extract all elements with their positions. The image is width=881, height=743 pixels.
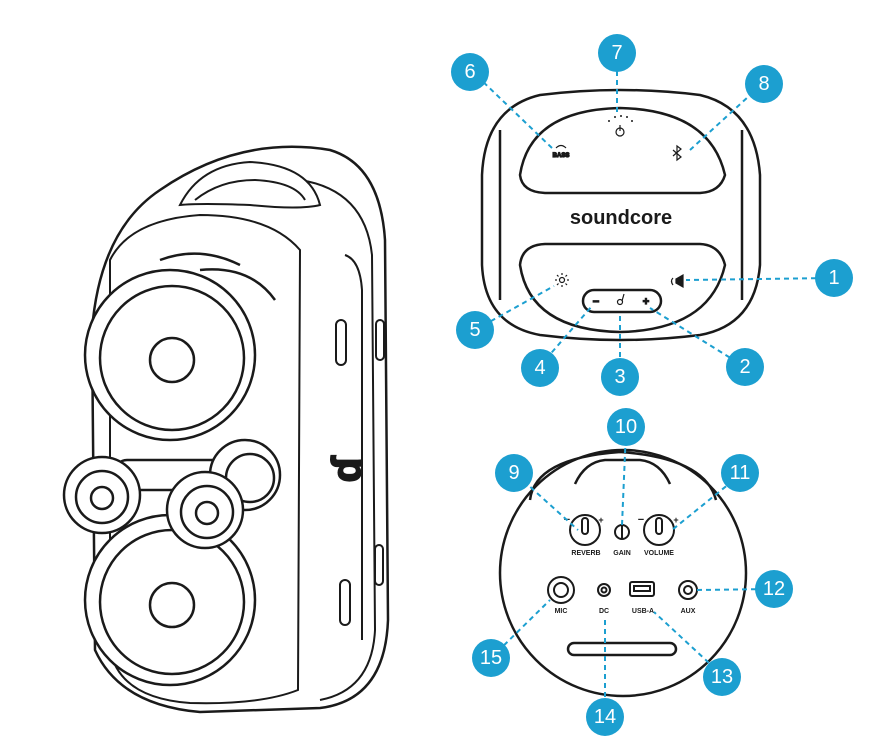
callout-8: 8 xyxy=(745,65,783,103)
callout-6: 6 xyxy=(451,53,489,91)
brand-logo: soundcore xyxy=(570,207,672,229)
volume-label: VOLUME xyxy=(644,550,674,557)
light-icon[interactable] xyxy=(555,273,569,287)
callout-3: 3 xyxy=(601,358,639,396)
gain-label: GAIN xyxy=(613,550,631,557)
reverb-plus-label: + xyxy=(598,515,603,525)
callout-badges: 1 2 3 4 5 6 7 8 9 10 11 12 13 14 15 xyxy=(451,34,853,736)
callout-4: 4 xyxy=(521,349,559,387)
power-indicator-dots xyxy=(608,115,633,122)
callout-12: 12 xyxy=(755,570,793,608)
volume-down-icon[interactable]: − xyxy=(592,295,600,308)
callout-1: 1 xyxy=(815,259,853,297)
callout-13: 13 xyxy=(703,658,741,696)
reverb-label: REVERB xyxy=(571,550,600,557)
callout-2: 2 xyxy=(726,348,764,386)
power-icon[interactable] xyxy=(615,125,625,137)
back-controls xyxy=(547,514,698,604)
back-panel-view xyxy=(498,448,748,698)
gain-knob[interactable] xyxy=(614,524,630,540)
svg-text:10: 10 xyxy=(615,416,637,438)
top-icons: BASS − + xyxy=(552,115,684,309)
svg-text:4: 4 xyxy=(534,357,545,379)
usb-a-label: USB-A xyxy=(632,608,654,615)
svg-text:2: 2 xyxy=(739,356,750,378)
top-panel-view xyxy=(480,88,762,342)
bass-arc-icon xyxy=(555,144,567,149)
svg-text:6: 6 xyxy=(464,61,475,83)
bass-icon[interactable]: BASS xyxy=(552,152,570,159)
volume-up-icon[interactable]: + xyxy=(642,295,650,308)
usb-a-port[interactable] xyxy=(629,581,655,597)
callout-10: 10 xyxy=(607,408,645,446)
mic-label: MIC xyxy=(555,608,568,615)
callout-5: 5 xyxy=(456,311,494,349)
svg-text:8: 8 xyxy=(758,73,769,95)
volume-plus-label: + xyxy=(673,515,678,525)
svg-text:11: 11 xyxy=(730,462,751,484)
svg-text:12: 12 xyxy=(763,578,785,600)
callout-15: 15 xyxy=(472,639,510,677)
mic-jack[interactable] xyxy=(547,576,575,604)
speaker-side-view: ɗ xyxy=(90,145,390,714)
callout-14: 14 xyxy=(586,698,624,736)
svg-text:3: 3 xyxy=(614,366,625,388)
bluetooth-icon[interactable] xyxy=(672,144,682,162)
callout-9: 9 xyxy=(495,454,533,492)
volume-knob[interactable] xyxy=(643,514,675,546)
svg-text:15: 15 xyxy=(480,647,502,669)
tweeters xyxy=(62,438,282,550)
callout-11: 11 xyxy=(721,454,759,492)
aux-label: AUX xyxy=(681,608,696,615)
svg-text:14: 14 xyxy=(594,706,616,728)
svg-text:5: 5 xyxy=(469,319,480,341)
soundcore-mode-icon[interactable] xyxy=(616,293,625,306)
svg-text:13: 13 xyxy=(711,666,733,688)
volume-minus-label: − xyxy=(638,514,644,526)
lower-woofer xyxy=(83,513,257,687)
reverb-knob[interactable] xyxy=(569,514,601,546)
dc-label: DC xyxy=(599,608,609,615)
svg-text:1: 1 xyxy=(828,267,839,289)
upper-woofer xyxy=(83,252,277,442)
svg-text:7: 7 xyxy=(611,42,622,64)
svg-text:ɗ: ɗ xyxy=(325,455,369,482)
dc-jack[interactable] xyxy=(597,583,611,597)
svg-text:9: 9 xyxy=(508,462,519,484)
callout-7: 7 xyxy=(598,34,636,72)
party-icon[interactable] xyxy=(670,273,684,289)
aux-jack[interactable] xyxy=(678,580,698,600)
